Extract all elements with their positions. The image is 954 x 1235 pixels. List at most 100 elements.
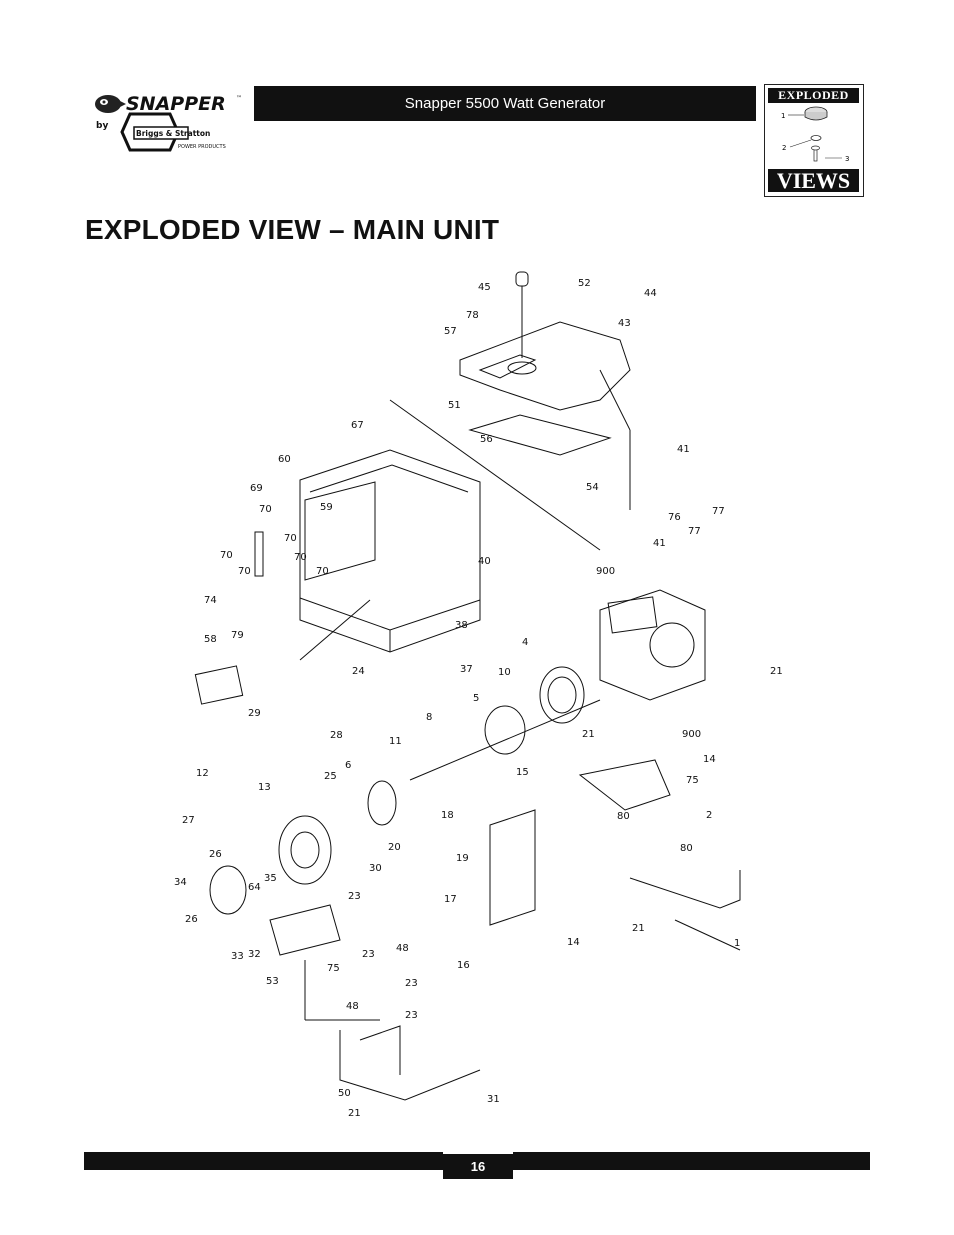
callout-53: 53 bbox=[266, 976, 279, 987]
callout-76: 76 bbox=[668, 512, 681, 523]
callout-27: 27 bbox=[182, 815, 195, 826]
page-title: EXPLODED VIEW – MAIN UNIT bbox=[85, 214, 500, 245]
callout-2: 2 bbox=[706, 810, 712, 821]
callout-41: 41 bbox=[653, 538, 666, 549]
callout-900: 900 bbox=[596, 566, 615, 577]
callout-75: 75 bbox=[686, 775, 699, 786]
end-bell-shape bbox=[278, 815, 332, 885]
callout-59: 59 bbox=[320, 502, 333, 513]
header-title: Snapper 5500 Watt Generator bbox=[404, 95, 606, 112]
fuel-tank-shape bbox=[459, 321, 631, 411]
callout-74: 74 bbox=[204, 595, 217, 606]
callout-32: 32 bbox=[248, 949, 261, 960]
callout-26: 26 bbox=[209, 849, 222, 860]
callout-4: 4 bbox=[522, 637, 528, 648]
callout-57: 57 bbox=[444, 326, 457, 337]
callout-43: 43 bbox=[618, 318, 631, 329]
callout-31: 31 bbox=[487, 1094, 500, 1105]
callout-20: 20 bbox=[388, 842, 401, 853]
callout-23: 23 bbox=[405, 1010, 418, 1021]
badge-illustration: 1 2 3 bbox=[781, 106, 849, 163]
callout-48: 48 bbox=[396, 943, 409, 954]
callout-21: 21 bbox=[348, 1108, 361, 1119]
callout-28: 28 bbox=[330, 730, 343, 741]
callout-17: 17 bbox=[444, 894, 457, 905]
callout-14: 14 bbox=[703, 754, 716, 765]
callout-70: 70 bbox=[294, 552, 307, 563]
callout-80: 80 bbox=[680, 843, 693, 854]
callout-48: 48 bbox=[346, 1001, 359, 1012]
briggs-stratton-wordmark: Briggs & Stratton bbox=[136, 129, 210, 138]
callout-8: 8 bbox=[426, 712, 432, 723]
handle-left-shape bbox=[339, 1030, 481, 1101]
snapper-wordmark: SNAPPER bbox=[126, 93, 226, 115]
badge-callout-3: 3 bbox=[845, 155, 849, 163]
header-bar: Snapper 5500 Watt Generator bbox=[254, 86, 756, 121]
callout-12: 12 bbox=[196, 768, 209, 779]
snapper-dog-icon bbox=[95, 95, 126, 113]
callout-58: 58 bbox=[204, 634, 217, 645]
page-number: 16 bbox=[443, 1152, 513, 1179]
callout-52: 52 bbox=[578, 278, 591, 289]
callout-23: 23 bbox=[405, 978, 418, 989]
callout-70: 70 bbox=[220, 550, 233, 561]
engine-shape bbox=[599, 589, 706, 701]
control-panel-shape bbox=[304, 481, 376, 581]
callout-34: 34 bbox=[174, 877, 187, 888]
callout-70: 70 bbox=[238, 566, 251, 577]
callout-67: 67 bbox=[351, 420, 364, 431]
callout-51: 51 bbox=[448, 400, 461, 411]
briggs-stratton-diamond-icon bbox=[120, 112, 189, 152]
callout-70: 70 bbox=[259, 504, 272, 515]
callout-21: 21 bbox=[632, 923, 645, 934]
svg-text:™: ™ bbox=[236, 95, 242, 102]
callout-56: 56 bbox=[480, 434, 493, 445]
callout-5: 5 bbox=[473, 693, 479, 704]
muffler-shape bbox=[489, 809, 536, 926]
rotor-shape bbox=[484, 705, 526, 755]
callout-44: 44 bbox=[644, 288, 657, 299]
callout-19: 19 bbox=[456, 853, 469, 864]
callout-33: 33 bbox=[231, 951, 244, 962]
callout-13: 13 bbox=[258, 782, 271, 793]
callout-38: 38 bbox=[455, 620, 468, 631]
callout-23: 23 bbox=[362, 949, 375, 960]
callout-75: 75 bbox=[327, 963, 340, 974]
callout-900: 900 bbox=[682, 729, 701, 740]
svg-text:POWER PRODUCTS: POWER PRODUCTS bbox=[178, 144, 226, 150]
callout-1: 1 bbox=[734, 938, 740, 949]
callout-25: 25 bbox=[324, 771, 337, 782]
callout-14: 14 bbox=[567, 937, 580, 948]
callout-26: 26 bbox=[185, 914, 198, 925]
badge-bottom-label: VIEWS bbox=[768, 168, 859, 193]
heat-shield-shape bbox=[468, 414, 612, 456]
stator-shape bbox=[539, 666, 585, 724]
handle-right-shape bbox=[629, 870, 741, 909]
callout-60: 60 bbox=[278, 454, 291, 465]
callout-70: 70 bbox=[284, 533, 297, 544]
svg-text:by: by bbox=[96, 121, 108, 131]
callout-21: 21 bbox=[582, 729, 595, 740]
callout-40: 40 bbox=[478, 556, 491, 567]
badge-callout-1: 1 bbox=[781, 112, 785, 120]
callout-77: 77 bbox=[688, 526, 701, 537]
callout-64: 64 bbox=[248, 882, 261, 893]
callout-54: 54 bbox=[586, 482, 599, 493]
callout-69: 69 bbox=[250, 483, 263, 494]
callout-78: 78 bbox=[466, 310, 479, 321]
callout-50: 50 bbox=[338, 1088, 351, 1099]
callout-79: 79 bbox=[231, 630, 244, 641]
exploded-views-badge: EXPLODED 1 2 3 VIEWS bbox=[764, 84, 864, 197]
callout-29: 29 bbox=[248, 708, 261, 719]
callout-45: 45 bbox=[478, 282, 491, 293]
badge-callout-2: 2 bbox=[782, 144, 786, 152]
callout-77: 77 bbox=[712, 506, 725, 517]
badge-top-label: EXPLODED bbox=[768, 88, 859, 103]
callout-18: 18 bbox=[441, 810, 454, 821]
callout-11: 11 bbox=[389, 736, 402, 747]
callout-70: 70 bbox=[316, 566, 329, 577]
callout-24: 24 bbox=[352, 666, 365, 677]
callout-23: 23 bbox=[348, 891, 361, 902]
callout-15: 15 bbox=[516, 767, 529, 778]
